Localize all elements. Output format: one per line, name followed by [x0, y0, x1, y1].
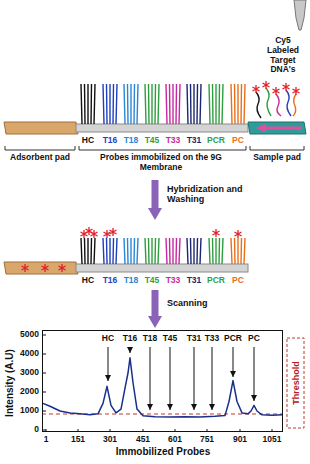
peak-label: T31: [184, 334, 204, 344]
axis-title: Intensity (A.U): [4, 349, 16, 417]
probe-label: PC: [227, 276, 249, 286]
tick-label: 451: [129, 435, 157, 445]
labeled-dna: [253, 81, 300, 118]
intensity-curve: [43, 358, 282, 417]
probe-label: T18: [120, 136, 142, 146]
pipette: [294, 0, 306, 30]
tick-label: 1000: [13, 406, 39, 416]
peak-label: PCR: [223, 334, 243, 344]
peak-label: T45: [160, 334, 180, 344]
tick-label: 301: [96, 435, 124, 445]
probe-label: PCR: [205, 276, 227, 286]
strip-panel: HCT16T18T45T33T31PCRPC: [2, 222, 308, 288]
tick-label: 0: [13, 425, 39, 435]
chart-frame: Intensity (A.U)Immobilized Probes: [42, 330, 283, 432]
tick-label: 901: [226, 435, 254, 445]
probe-label: HC: [77, 136, 99, 146]
flow-arrow: [152, 180, 159, 208]
flow-arrow: [256, 124, 302, 133]
tick-label: 2000: [13, 387, 39, 397]
part-label: Adsorbent pad: [4, 153, 76, 163]
tick-label: 751: [193, 435, 221, 445]
peak-label: T16: [120, 334, 140, 344]
tick-label: 1051: [258, 435, 286, 445]
probe-label: T45: [141, 276, 163, 286]
strip-panel: HCT16T18T45T33T31PCRPC Adsorbent pad Probe…: [2, 78, 308, 178]
peak-label: T18: [140, 334, 160, 344]
probe-label: T31: [183, 276, 205, 286]
threshold-box: [287, 338, 304, 428]
probe-label: T45: [141, 136, 163, 146]
peak-label: PC: [244, 334, 264, 344]
probe-label: PCR: [205, 136, 227, 146]
part-label: Sample pad: [248, 153, 306, 163]
tick-label: 3000: [13, 368, 39, 378]
flow-arrow: [152, 290, 159, 316]
probe-label: T18: [120, 276, 142, 286]
peak-label: HC: [98, 334, 118, 344]
tick-label: 601: [161, 435, 189, 445]
peak-arrow: [108, 347, 254, 410]
probe-label: T31: [183, 136, 205, 146]
part-label: Probes immobilized on the 9G Membrane: [86, 153, 236, 173]
edge-label: Scanning: [165, 298, 269, 308]
bracket: [5, 146, 304, 150]
tick-label: 4000: [13, 349, 39, 359]
tick-label: 1: [32, 435, 60, 445]
test-strip: [4, 227, 248, 274]
peak-label: T33: [202, 334, 222, 344]
probe-label: T16: [99, 136, 121, 146]
probe-label: T33: [162, 136, 184, 146]
test-strip: [4, 84, 306, 134]
probe-label: T16: [99, 276, 121, 286]
probe-label: PC: [227, 136, 249, 146]
axis-title: Immobilized Probes: [103, 446, 223, 458]
tick-label: 151: [64, 435, 92, 445]
threshold-label: Threshold: [290, 361, 300, 405]
reagent-label: Cy5 Labeled Target DNA's: [258, 36, 308, 75]
tick-label: 5000: [13, 330, 39, 340]
edge-label: Hybridization and Washing: [165, 184, 269, 205]
probe-label: HC: [77, 276, 99, 286]
probe-label: T33: [162, 276, 184, 286]
